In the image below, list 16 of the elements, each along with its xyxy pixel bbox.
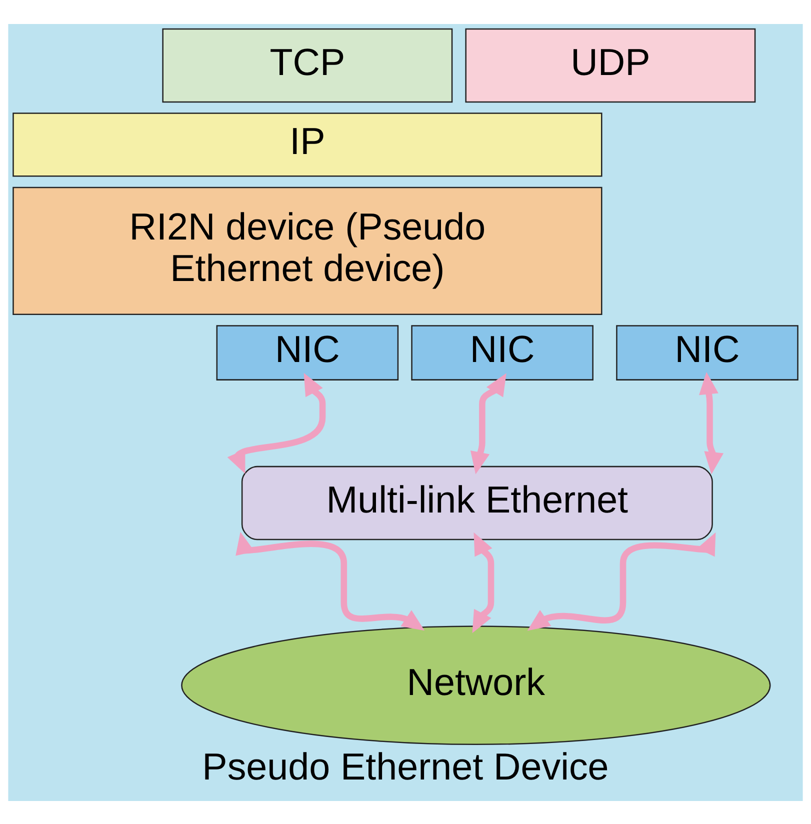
node-ellipse: Network xyxy=(181,625,771,745)
node-box: NIC xyxy=(216,324,399,380)
node-box: NIC xyxy=(616,324,798,380)
arrow xyxy=(472,532,494,633)
node-box: RI2N device (Pseudo Ethernet device) xyxy=(12,186,602,315)
arrow xyxy=(227,372,326,474)
node-box: UDP xyxy=(465,28,756,102)
arrow xyxy=(527,532,716,630)
node-box: Multi-link Ethernet xyxy=(241,465,713,540)
arrow xyxy=(698,372,724,474)
arrow xyxy=(470,372,506,474)
node-box: TCP xyxy=(162,28,453,102)
node-box: NIC xyxy=(411,324,594,380)
arrow xyxy=(236,531,425,630)
caption: Pseudo Ethernet Device xyxy=(202,745,609,788)
node-box: IP xyxy=(12,112,602,176)
